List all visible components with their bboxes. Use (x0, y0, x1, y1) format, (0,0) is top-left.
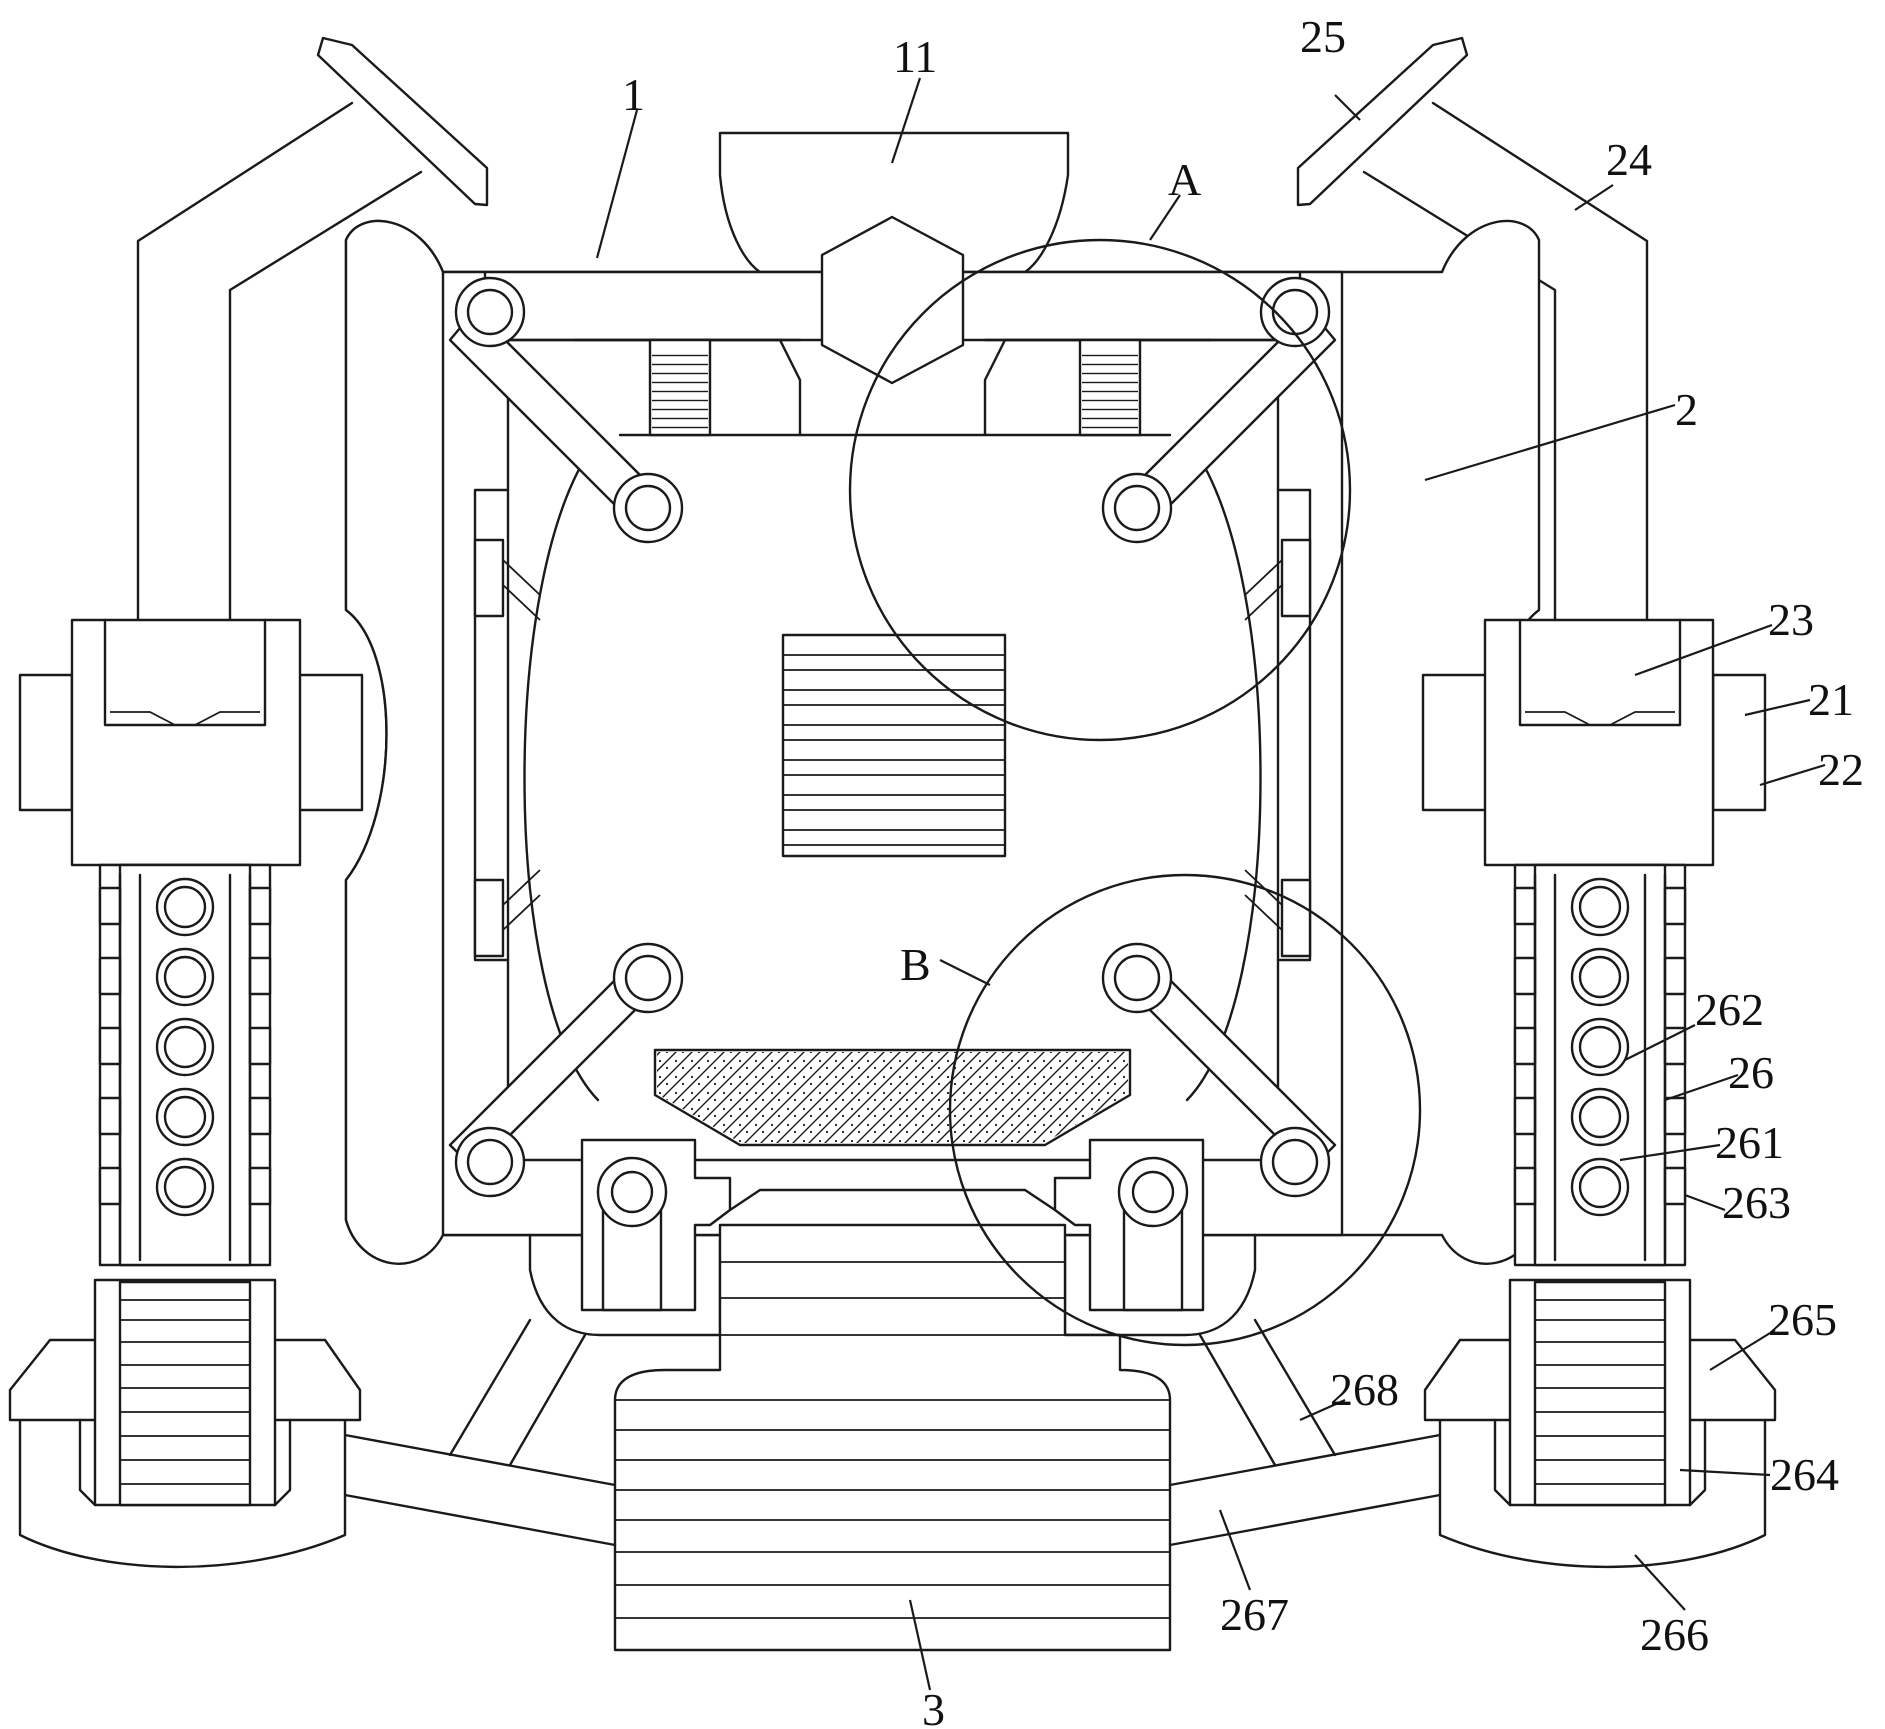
label-25: 25 (1300, 11, 1346, 62)
label-265: 265 (1768, 1294, 1837, 1345)
label-21: 21 (1808, 674, 1854, 725)
label-23: 23 (1768, 594, 1814, 645)
label-a: A (1168, 154, 1201, 205)
label-268: 268 (1330, 1364, 1399, 1415)
label-24: 24 (1606, 134, 1652, 185)
label-1: 1 (622, 69, 645, 120)
label-267: 267 (1220, 1589, 1289, 1640)
side-clamp-right (1421, 618, 1767, 867)
label-22: 22 (1818, 744, 1864, 795)
chain-left (98, 863, 272, 1267)
bent-arm-left (136, 101, 423, 639)
label-261: 261 (1715, 1117, 1784, 1168)
hex-nut (820, 215, 965, 385)
bottom-unit (613, 1223, 1172, 1652)
label-263: 263 (1722, 1177, 1791, 1228)
blade-right (1296, 36, 1469, 207)
label-b: B (900, 939, 931, 990)
detail-circle-b (948, 873, 1422, 1347)
struts (343, 1318, 1442, 1547)
foot-right (1423, 1278, 1777, 1569)
label-262: 262 (1695, 984, 1764, 1035)
blade-left (316, 36, 489, 207)
chain-right (1513, 863, 1687, 1267)
label-3: 3 (922, 1684, 945, 1729)
bent-arm-right (1362, 101, 1649, 639)
label-26: 26 (1728, 1047, 1774, 1098)
foot-left (8, 1278, 362, 1569)
reference-labels: 1 11 A 25 24 2 23 21 22 B 262 26 261 263… (622, 11, 1864, 1729)
label-266: 266 (1640, 1609, 1709, 1660)
lower-clamp (528, 1138, 1257, 1337)
label-264: 264 (1770, 1449, 1839, 1500)
hatched-block (653, 1048, 1132, 1147)
fin-block (781, 633, 1007, 858)
detail-circle-a (848, 238, 1352, 742)
label-2: 2 (1675, 384, 1698, 435)
side-clamp-left (18, 618, 364, 867)
leader-lines (595, 77, 1826, 1691)
pivot-pins (454, 276, 1331, 1198)
label-11: 11 (893, 31, 937, 82)
